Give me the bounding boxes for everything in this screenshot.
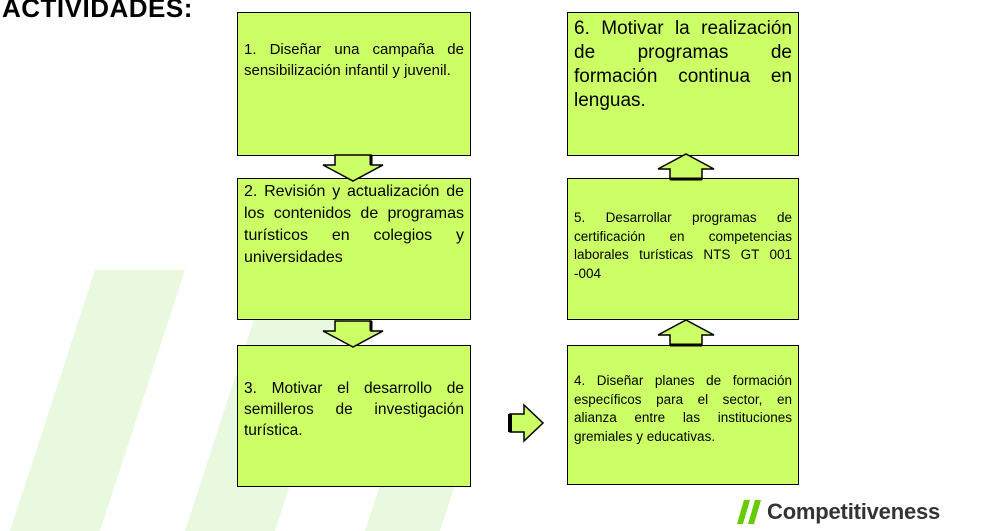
- arrow-up-5-to-6: [657, 153, 715, 181]
- activity-text-3: 3. Motivar el desarrollo de semilleros d…: [244, 380, 464, 439]
- activity-text-6: 6. Motivar la realización de programas d…: [574, 18, 792, 111]
- activity-text-4: 4. Diseñar planes de formación específic…: [574, 373, 792, 444]
- activity-box-2: 2. Revisión y actualización de los conte…: [237, 178, 471, 320]
- logo-text: Competitiveness: [767, 499, 941, 524]
- activity-box-4: 4. Diseñar planes de formación específic…: [567, 345, 799, 485]
- arrow-down-1-to-2: [322, 154, 384, 182]
- arrow-right-3-to-4: [508, 403, 545, 443]
- activity-box-1: 1. Diseñar una campaña de sensibilizació…: [237, 12, 471, 156]
- activity-box-5: 5. Desarrollar programas de certificació…: [567, 178, 799, 320]
- activity-box-6: 6. Motivar la realización de programas d…: [567, 12, 799, 156]
- competitiveness-logo: Competitiveness: [735, 496, 940, 528]
- activity-text-1: 1. Diseñar una campaña de sensibilizació…: [244, 41, 464, 79]
- page-title: ACTIVIDADES:: [2, 0, 193, 23]
- activity-box-3: 3. Motivar el desarrollo de semilleros d…: [237, 345, 471, 487]
- arrow-up-4-to-5: [657, 319, 715, 347]
- arrow-down-2-to-3: [322, 320, 384, 348]
- logo-slashes-icon: [737, 500, 761, 524]
- activity-text-2: 2. Revisión y actualización de los conte…: [244, 183, 464, 266]
- activity-text-5: 5. Desarrollar programas de certificació…: [574, 210, 792, 281]
